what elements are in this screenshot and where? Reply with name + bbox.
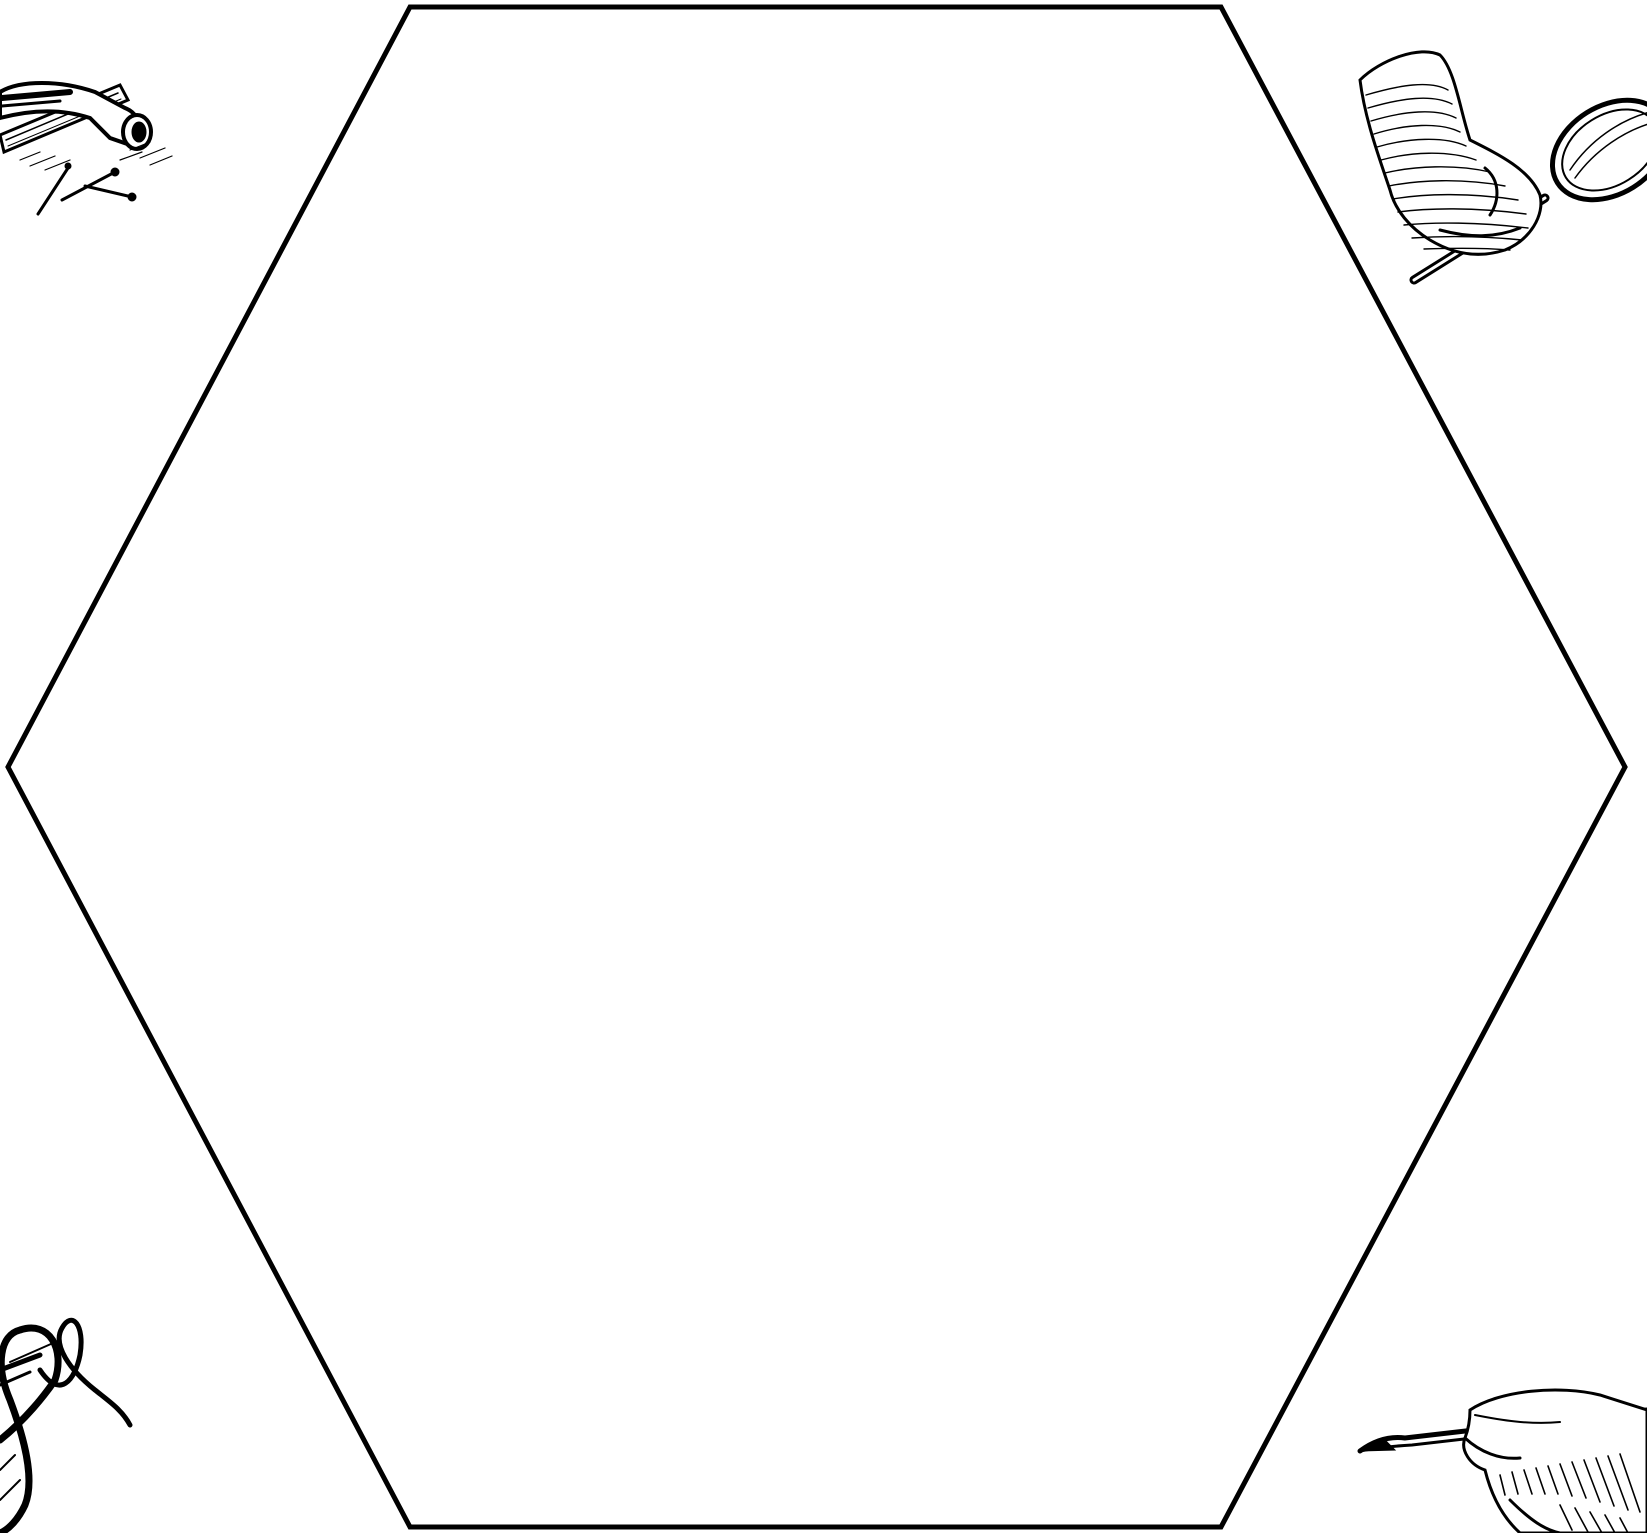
hexagon-frame [8, 7, 1625, 1527]
hand-with-magnifying-glass-icon [1360, 52, 1647, 280]
hammer-and-nails-icon [0, 83, 172, 214]
needle-and-thread-icon [0, 1320, 130, 1533]
hand-with-paintbrush-icon [1360, 1390, 1647, 1533]
